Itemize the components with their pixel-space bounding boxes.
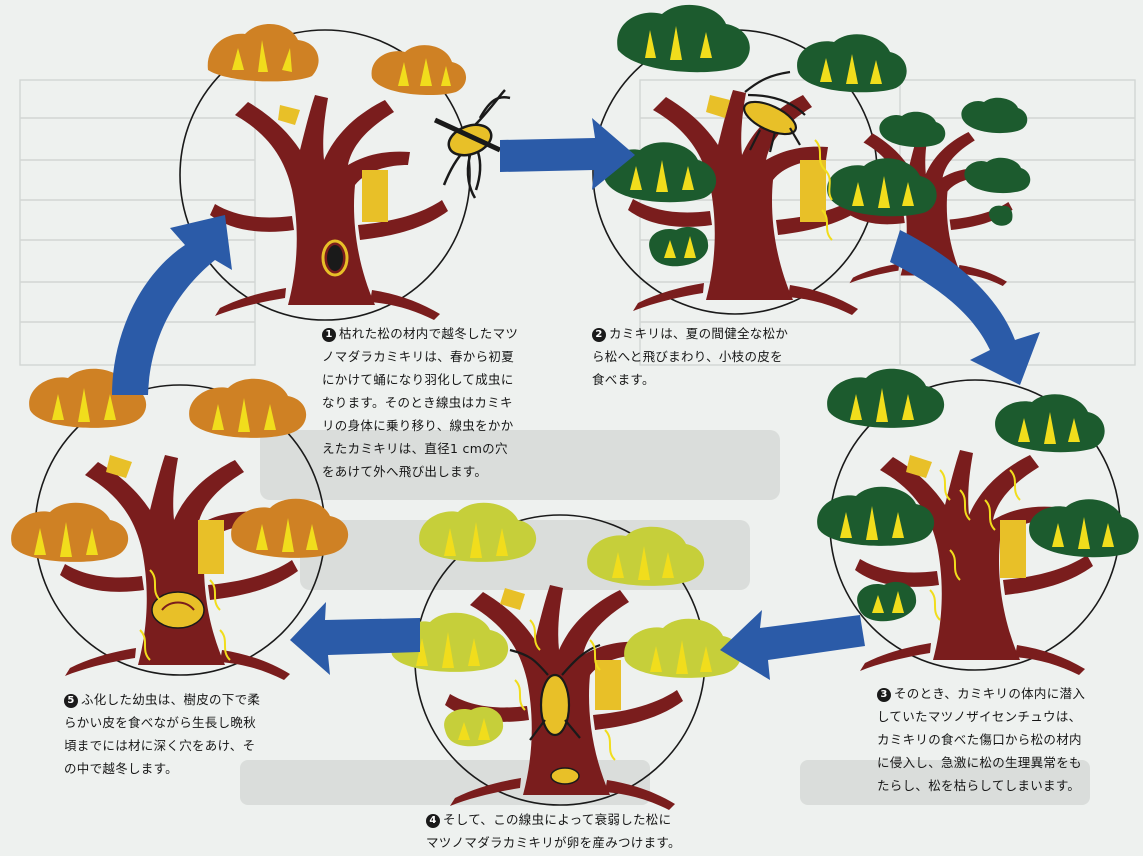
larva-icon (152, 592, 204, 628)
caption-step-1-text: 枯れた松の材内で越冬したマツ ノマダラカミキリは、春から初夏 にかけて蛹になり羽… (322, 326, 518, 479)
tree-4-weakened-pine (391, 503, 741, 810)
caption-step-4-text: そして、この線虫によって衰弱した松に マツノマダラカミキリが卵を産みつけます。 (426, 812, 681, 850)
tree-1-dead-pine (180, 24, 510, 320)
step-marker-4: 4 (426, 814, 440, 828)
step-marker-2: 2 (592, 328, 606, 342)
arrow-4-to-5-icon (290, 602, 420, 675)
caption-step-3-text: そのとき、カミキリの体内に潜入 していたマツノザイセンチュウは、 カミキリの食べ… (877, 686, 1085, 793)
step-marker-1: 1 (322, 328, 336, 342)
arrow-5-to-1-icon (112, 215, 232, 395)
arrow-2-to-3-icon (890, 230, 1040, 385)
tree-3-infected-pine (817, 369, 1139, 675)
step-marker-3: 3 (877, 688, 891, 702)
beetle-flying-icon (435, 90, 510, 198)
caption-step-2-text: カミキリは、夏の間健全な松か ら松へと飛びまわり、小枝の皮を 食べます。 (592, 326, 788, 387)
tree-2-healthy-pine (593, 5, 1030, 315)
step-marker-5: 5 (64, 694, 78, 708)
arrow-3-to-4-icon (720, 610, 865, 680)
caption-step-5-text: ふ化した幼虫は、樹皮の下で柔 らかい皮を食べながら生長し晩秋 頃までには材に深く… (64, 692, 260, 776)
